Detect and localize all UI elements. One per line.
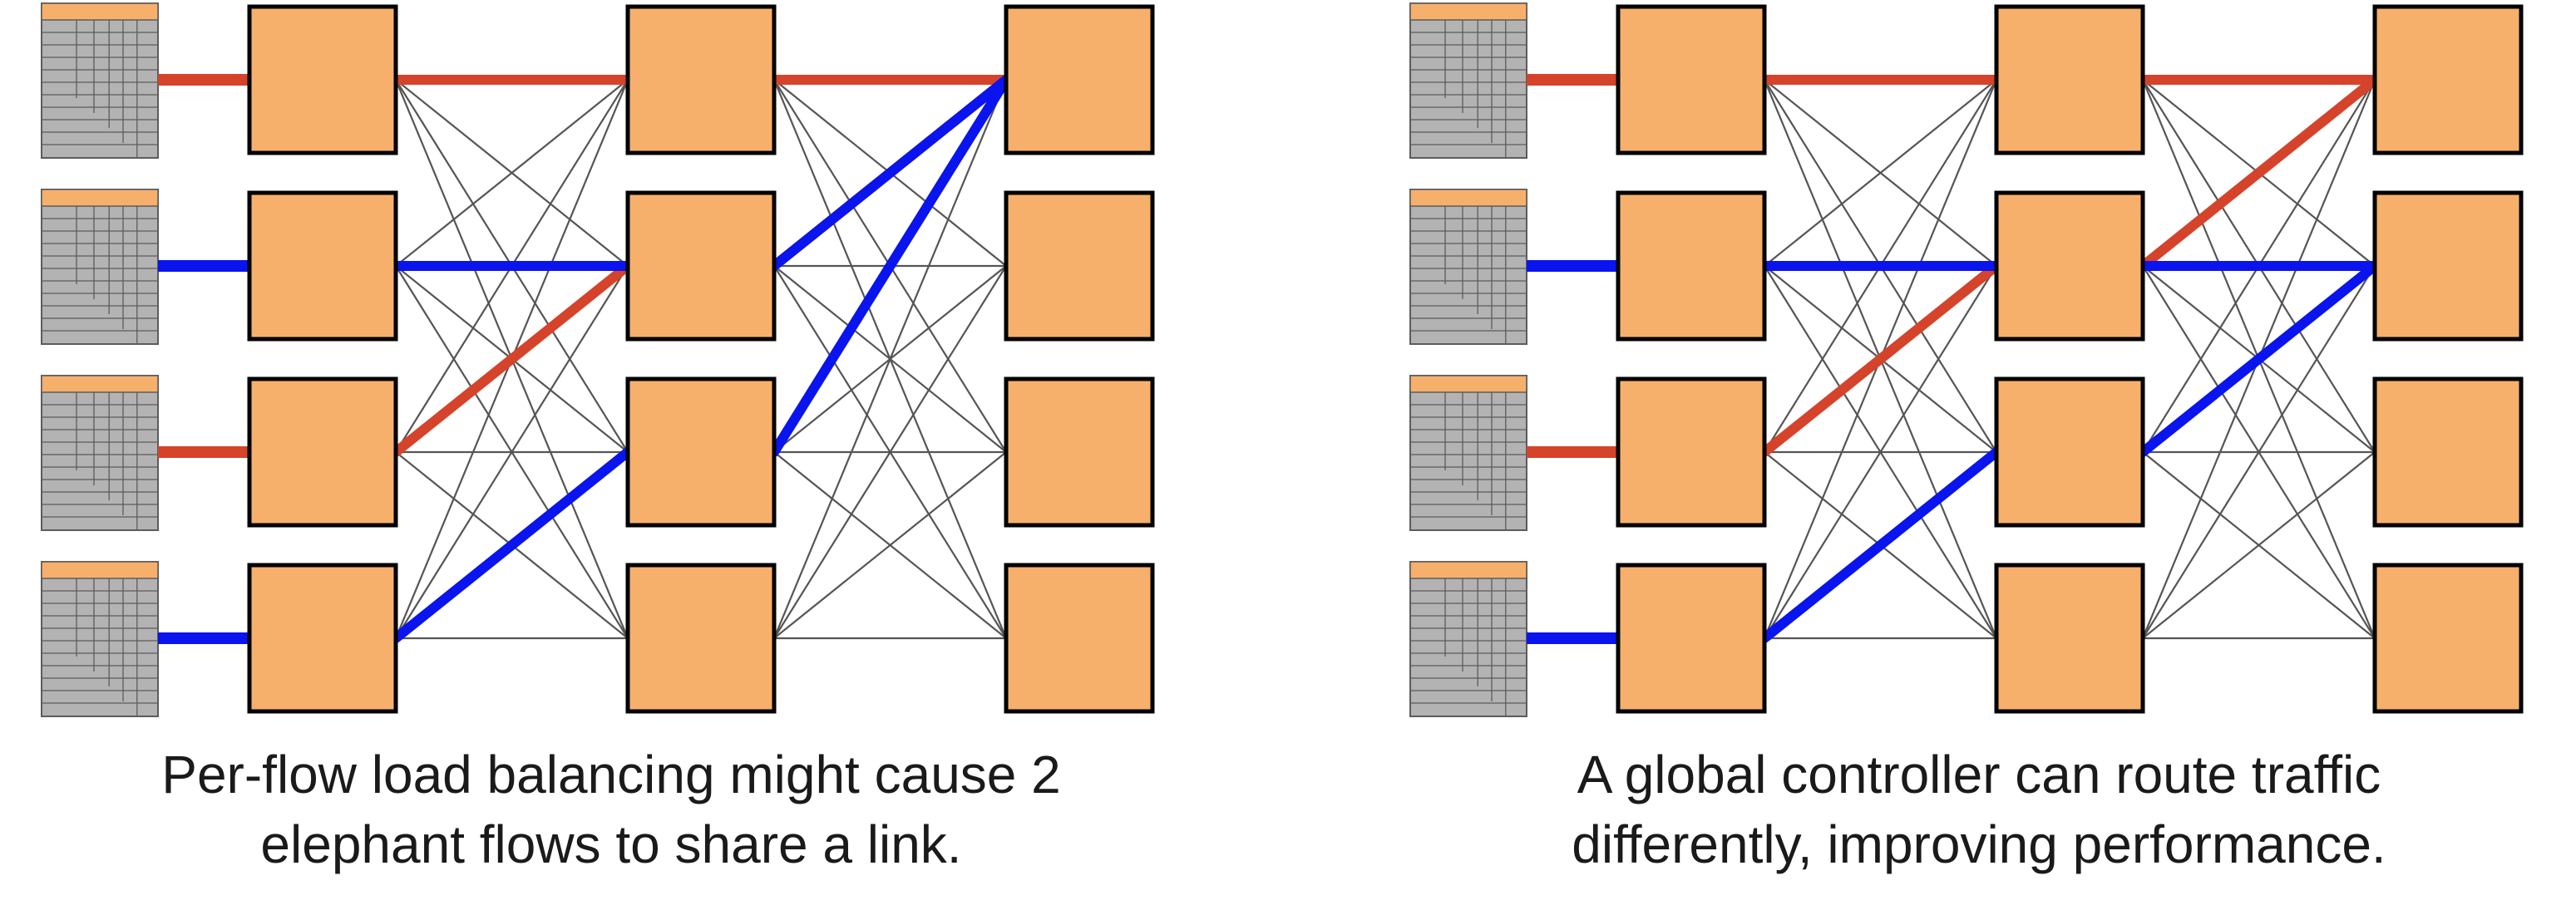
switch-node [1004, 190, 1155, 342]
flow-link [1759, 261, 2001, 457]
mesh-link [2142, 451, 2376, 639]
panel-global-controller [1409, 2, 2524, 717]
switch-node [247, 4, 398, 155]
mesh-link [395, 265, 629, 639]
server-rack-icon [41, 2, 159, 159]
switch-node [625, 563, 777, 714]
switches [247, 4, 1155, 714]
switch-node [1004, 563, 1155, 714]
switch-node [625, 190, 777, 342]
server-rack-icon [1409, 189, 1527, 345]
server-rack-icon [1409, 2, 1527, 159]
flow-blue [158, 75, 1011, 272]
switch-node [247, 190, 398, 342]
mesh-link [395, 79, 629, 267]
switch-node [625, 376, 777, 528]
switch-node [1616, 376, 1767, 528]
flow-link [1759, 447, 2001, 643]
switch-node [1004, 376, 1155, 528]
flow-blue [1527, 261, 2380, 644]
flow-link [391, 261, 633, 457]
flow-link [2138, 261, 2380, 457]
flow-paths [158, 74, 1011, 644]
switch-node [1994, 563, 2145, 714]
switch-node [1994, 190, 2145, 342]
server-rack-icon [1409, 561, 1527, 717]
switch-node [1616, 190, 1767, 342]
switch-node [1616, 563, 1767, 714]
mesh-links [394, 78, 1008, 640]
mesh-link [1764, 79, 1997, 267]
switch-node [2372, 376, 2524, 528]
panel-per-flow-load-balancing [41, 2, 1155, 717]
caption-global-controller: A global controller can route traffic di… [1397, 740, 2561, 879]
flow-red [1527, 75, 2380, 458]
mesh-link [2142, 265, 2376, 639]
server-rack-icon [41, 189, 159, 345]
caption-line: differently, improving performance. [1572, 814, 2386, 874]
switches [1616, 4, 2524, 714]
switch-node [1616, 4, 1767, 155]
servers [41, 2, 159, 717]
mesh-links [1763, 78, 2376, 640]
server-rack-icon [1409, 375, 1527, 531]
mesh-link [773, 265, 1007, 639]
flow-link [769, 75, 1011, 457]
caption-line: elephant flows to share a link. [260, 814, 962, 874]
switch-node [625, 4, 777, 155]
switch-node [247, 563, 398, 714]
caption-line: Per-flow load balancing might cause 2 [161, 745, 1061, 804]
switch-node [2372, 563, 2524, 714]
flow-paths [1527, 74, 2380, 644]
mesh-link [772, 79, 1008, 639]
server-rack-icon [41, 561, 159, 717]
mesh-link [773, 451, 1007, 639]
flow-link [391, 447, 633, 643]
switch-node [247, 376, 398, 528]
caption-line: A global controller can route traffic [1577, 745, 2381, 804]
flow-link [2138, 75, 2380, 271]
servers [1409, 2, 1527, 717]
mesh-link [1764, 265, 1997, 639]
switch-node [2372, 4, 2524, 155]
switch-node [2372, 190, 2524, 342]
switch-node [1994, 376, 2145, 528]
flow-link [769, 75, 1011, 271]
server-rack-icon [41, 375, 159, 531]
caption-per-flow-load-balancing: Per-flow load balancing might cause 2 el… [29, 740, 1193, 879]
flow-blue [158, 75, 1011, 644]
switch-node [1994, 4, 2145, 155]
switch-node [1004, 4, 1155, 155]
